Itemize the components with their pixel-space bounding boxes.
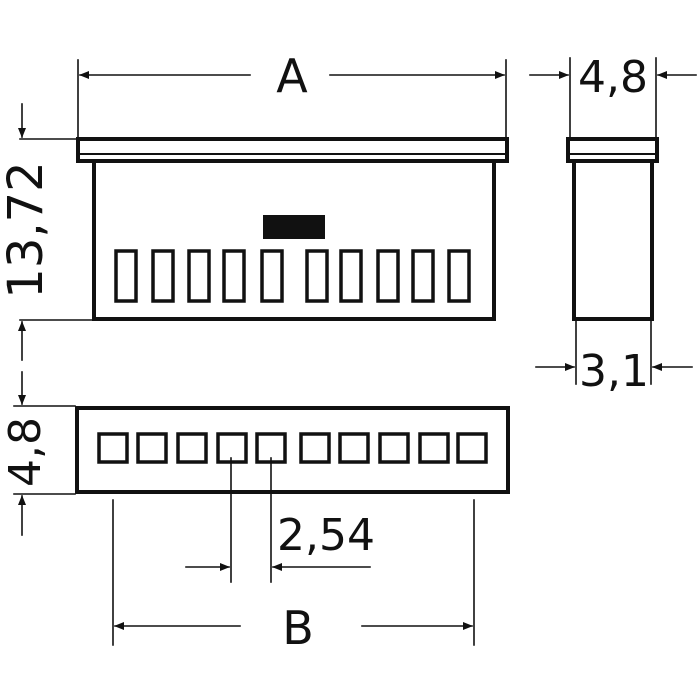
label-depth-left: 4,8 — [0, 417, 51, 487]
front-label-block — [263, 215, 325, 239]
front-view — [76, 137, 509, 321]
front-pin-slot — [339, 249, 363, 303]
bottom-pin-squares — [97, 432, 488, 464]
front-pin-slot — [114, 249, 138, 303]
bottom-pin-square — [299, 432, 331, 464]
label-height: 13,72 — [0, 161, 54, 298]
bottom-pin-square — [136, 432, 168, 464]
side-top-flange — [566, 137, 659, 163]
front-pin-slot — [151, 249, 175, 303]
bottom-pin-square — [456, 432, 488, 464]
bottom-view — [75, 406, 510, 494]
dimension-height — [18, 103, 93, 361]
bottom-pin-square — [378, 432, 410, 464]
bottom-pin-square — [216, 432, 248, 464]
dimension-a — [77, 59, 507, 138]
dimension-pitch — [185, 457, 371, 583]
front-pin-slot — [447, 249, 471, 303]
front-top-flange — [76, 137, 509, 163]
label-b: B — [282, 601, 314, 655]
front-pin-slot — [222, 249, 246, 303]
label-a: A — [276, 49, 308, 103]
side-view — [566, 137, 659, 321]
label-depth-bottom: 3,1 — [579, 346, 649, 397]
dimension-depth-left — [13, 371, 76, 536]
front-pin-slots — [114, 249, 471, 303]
front-pin-slot — [260, 249, 284, 303]
front-pin-slot — [305, 249, 329, 303]
dimension-depth-top — [529, 57, 697, 138]
bottom-pin-square — [418, 432, 450, 464]
side-body — [572, 159, 654, 321]
dimension-b — [112, 499, 475, 646]
front-pin-slot — [411, 249, 435, 303]
bottom-pin-square — [97, 432, 129, 464]
bottom-pin-square — [176, 432, 208, 464]
front-pin-slot — [376, 249, 400, 303]
label-depth-top: 4,8 — [578, 52, 648, 103]
front-pin-slot — [187, 249, 211, 303]
dimension-depth-bottom — [535, 320, 693, 385]
bottom-pin-square — [338, 432, 370, 464]
label-pitch: 2,54 — [277, 510, 375, 561]
